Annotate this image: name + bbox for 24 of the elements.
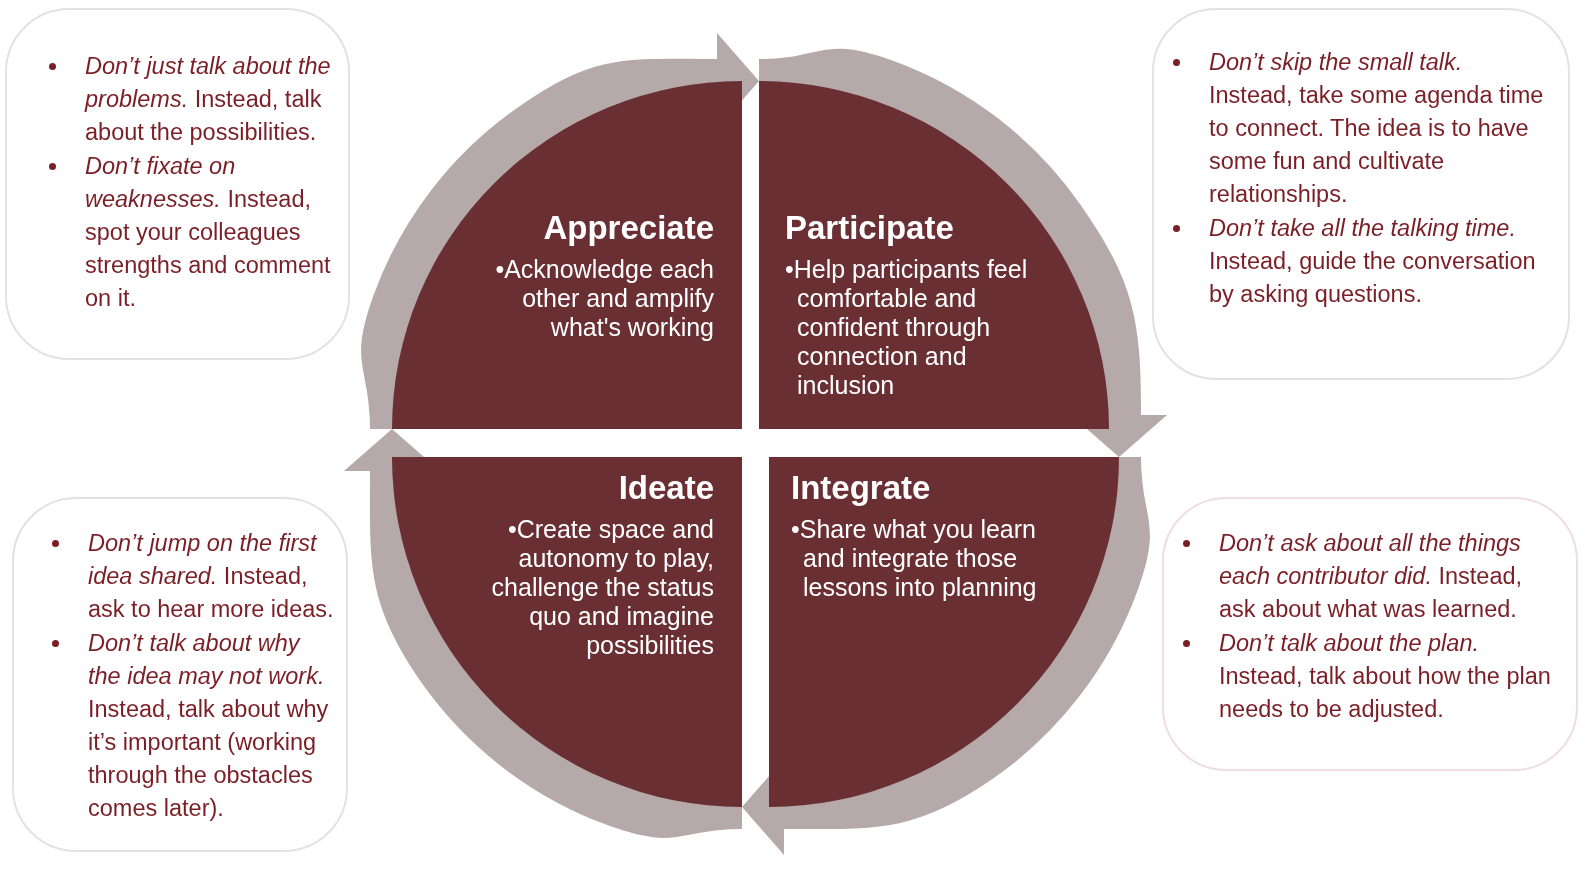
tip-text: Don’t jump on the first idea shared. Instead, ask to hear more ideas.: [88, 529, 335, 624]
callout-box: [12, 497, 348, 852]
quadrant-description: •Share what you learn and integrate those lessons into planning: [791, 515, 1038, 602]
quadrant-title: Integrate: [791, 469, 932, 507]
quadrant-description: •Help participants feel comfortable and confident through connection and inclusion: [785, 255, 1029, 400]
tip-text: Don’t talk about the plan. Instead, talk about how the plan needs to be adjusted.: [1219, 629, 1552, 724]
tip-text: Don’t ask about all the things each contributor did. Instead, ask about what was learned.: [1219, 529, 1524, 624]
quadrant-description: •Create space and autonomy to play, challenge the status quo and imagine possibilities: [490, 515, 714, 660]
curved-arrow: [344, 429, 743, 838]
callout-box: [1162, 497, 1578, 771]
quadrant-title: Ideate: [617, 469, 714, 507]
callout-box: [1152, 8, 1570, 380]
curved-arrow: [361, 33, 759, 430]
quadrant-title: Appreciate: [542, 209, 714, 247]
tip-text: Don’t skip the small talk. Instead, take some agenda time to connect. The idea is to have some fun and cultivate relationships.: [1209, 48, 1545, 209]
curved-arrow: [758, 48, 1167, 457]
tip-text: Don’t fixate on weaknesses. Instead, spot your colleagues strengths and comment on it.: [85, 152, 332, 313]
curved-arrow: [742, 456, 1150, 855]
tip-text: Don’t just talk about the problems. Instead, talk about the possibilities.: [85, 52, 332, 147]
quadrant-description: •Acknowledge each other and amplify what's working: [494, 255, 714, 342]
quadrant-title: Participate: [785, 209, 955, 247]
tip-text: Don’t take all the talking time. Instead, guide the conversation by asking questions.: [1209, 214, 1537, 309]
callout-box: [5, 8, 350, 360]
tip-text: Don’t talk about why the idea may not work. Instead, talk about why it’s important (working through the obstacles comes later).: [88, 629, 330, 823]
